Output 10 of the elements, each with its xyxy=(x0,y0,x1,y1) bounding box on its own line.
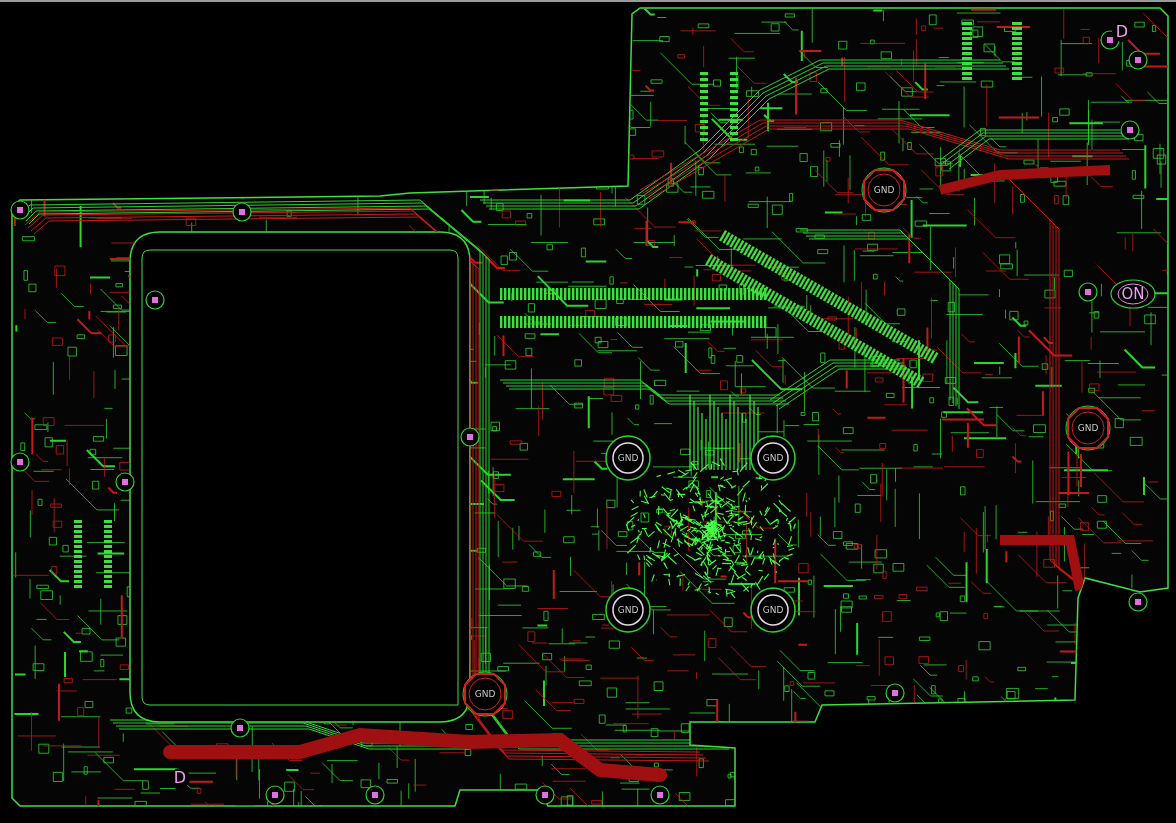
pad-label: GND xyxy=(762,604,784,616)
pad-label: ON xyxy=(1121,285,1145,303)
pad-label: GND xyxy=(1077,422,1099,434)
pad-label: GND xyxy=(617,452,639,464)
pad-label: GND xyxy=(474,688,496,700)
fiducial-label: D xyxy=(1115,23,1129,41)
pad-label: GND xyxy=(617,604,639,616)
fiducial-label: D xyxy=(173,769,187,787)
pad-label: GND xyxy=(873,184,895,196)
pad-label: GND xyxy=(762,452,784,464)
